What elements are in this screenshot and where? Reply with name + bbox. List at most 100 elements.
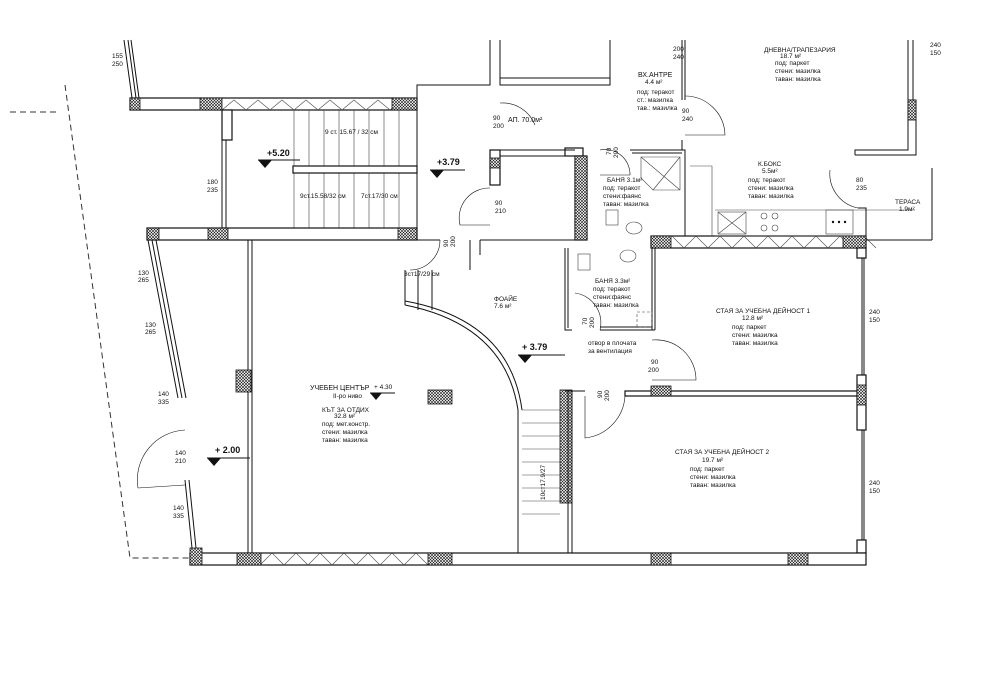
dim: 150 [930, 50, 941, 57]
dim: 335 [173, 513, 184, 520]
dim: 180 [207, 179, 218, 186]
dim: 90 [682, 108, 690, 115]
room-name: ФОАЙЕ [494, 294, 518, 303]
dim: 150 [869, 317, 880, 324]
dim: 90 [493, 115, 501, 122]
room-area: 4.4 м² [645, 79, 663, 86]
room-ceiling: таван: мазилка [732, 340, 778, 347]
dim: 70 [606, 147, 613, 155]
room-antre: ВХ.АНТРЕ 4.4 м² под: теракот ст.: мазилк… [637, 72, 678, 112]
dim: 200 [648, 367, 659, 374]
dim: 150 [869, 488, 880, 495]
dim: 80 [856, 177, 864, 184]
dashed-outline [10, 84, 190, 559]
dim: 240 [930, 42, 941, 49]
room-name: ВХ.АНТРЕ [638, 72, 673, 79]
room-floor: под: теракот [603, 185, 641, 192]
room-subname: КЪТ ЗА ОТДИХ [322, 407, 370, 414]
room-walls: стени: мазилка [690, 474, 736, 481]
room-name: ДНЕВНА/ТРАПЕЗАРИЯ [764, 47, 836, 54]
room-terrace: ТЕРАСА 1.9м² [895, 199, 921, 213]
room-area: 5.5м² [762, 168, 779, 175]
level-center: + 4.30 [374, 384, 393, 391]
room-walls: стени: мазилка [748, 185, 794, 192]
dim: 235 [207, 187, 218, 194]
dim: 210 [175, 458, 186, 465]
dim: 240 [869, 480, 880, 487]
level-markers [207, 159, 565, 466]
level-stair-landing: +3.79 [437, 157, 460, 167]
stair-upper-flight: 9 ст. 15.67 / 32 см [325, 129, 379, 136]
dim: 265 [145, 329, 156, 336]
dim: 200 [493, 123, 504, 130]
room-floor: под: теракот [593, 286, 631, 293]
stair-side-flight: 10ст17.9/27 [540, 464, 547, 500]
room-name: К.БОКС [758, 161, 782, 168]
dim: 265 [138, 277, 149, 284]
dim: 200 [673, 46, 684, 53]
room-area: 18.7 м² [780, 53, 802, 60]
dim: 240 [869, 309, 880, 316]
room-foyer: ФОАЙЕ 7.6 м² [494, 294, 518, 310]
dim: 335 [158, 399, 169, 406]
room-floor: под: мет.констр. [322, 421, 370, 428]
room-walls: стени: мазилка [322, 429, 368, 436]
dim: 250 [112, 61, 123, 68]
stair-lower-flight-left: 9ст.15.58/32 см [300, 193, 346, 200]
level-foyer: + 3.79 [522, 342, 547, 352]
room-study-2: СТАЯ ЗА УЧЕБНА ДЕЙНОСТ 2 19.7 м² под: па… [675, 447, 769, 489]
room-walls: стени:фаянс [603, 193, 642, 200]
room-name: БАНЯ 3.3м² [595, 278, 631, 285]
room-center: УЧЕБЕН ЦЕНТЪР II-ро ниво КЪТ ЗА ОТДИХ 32… [310, 385, 370, 444]
dim: 200 [604, 390, 611, 401]
room-walls: стени:фаянс [593, 294, 632, 301]
room-ceiling: таван: мазилка [748, 193, 794, 200]
labels: 9 ст. 15.67 / 32 см 9ст.15.58/32 см 7ст.… [112, 42, 941, 520]
doors [137, 95, 859, 489]
dim: 200 [450, 236, 457, 247]
room-ceiling: таван: мазилка [690, 482, 736, 489]
dim: 90 [495, 200, 503, 207]
dim: 70 [582, 317, 589, 325]
dim: 235 [856, 185, 867, 192]
note-line: отвор в плочата [588, 340, 637, 347]
room-name: БАНЯ 3.1м² [607, 177, 643, 184]
room-walls: ст.: мазилка [637, 97, 673, 104]
room-name: УЧЕБЕН ЦЕНТЪР [310, 385, 370, 392]
dim: 90 [597, 390, 604, 398]
room-area: 12.8 м² [742, 315, 764, 322]
stair-small-flight: 3ст17/29 см [404, 271, 440, 278]
note-line: за вентилация [588, 348, 632, 355]
dim: 200 [589, 317, 596, 328]
room-area: 32.8 м² [334, 413, 356, 420]
room-ceiling: таван: мазилка [322, 437, 368, 444]
room-level: II-ро ниво [333, 393, 362, 400]
walls [123, 39, 933, 566]
dim: 155 [112, 53, 123, 60]
dim: 130 [145, 322, 156, 329]
room-floor: под: паркет [690, 466, 724, 473]
apartment-label: АП. 70.0м² [508, 117, 543, 124]
room-bath2: БАНЯ 3.3м² под: теракот стени:фаянс тава… [593, 278, 639, 309]
room-walls: стени: мазилка [775, 68, 821, 75]
room-floor: под: теракот [637, 89, 675, 96]
dim: 140 [173, 505, 184, 512]
dim: 200 [613, 147, 620, 158]
dim: 90 [651, 359, 659, 366]
room-floor: под: паркет [732, 324, 766, 331]
room-area: 1.9м² [899, 206, 916, 213]
room-name: ТЕРАСА [895, 199, 921, 206]
room-area: 19.7 м² [702, 457, 724, 464]
room-walls: стени: мазилка [732, 332, 778, 339]
dim: 240 [673, 54, 684, 61]
level-entrance: + 2.00 [215, 445, 240, 455]
room-floor: под: паркет [775, 60, 809, 67]
room-kitchen: К.БОКС 5.5м² под: теракот стени: мазилка… [748, 161, 794, 200]
room-name: СТАЯ ЗА УЧЕБНА ДЕЙНОСТ 2 [675, 447, 769, 456]
dim: 210 [495, 208, 506, 215]
dim: 140 [175, 450, 186, 457]
room-ceiling: тав.: мазилка [637, 105, 678, 112]
room-study-1: СТАЯ ЗА УЧЕБНА ДЕЙНОСТ 1 12.8 м² под: па… [716, 306, 810, 347]
room-ceiling: таван: мазилка [603, 201, 649, 208]
